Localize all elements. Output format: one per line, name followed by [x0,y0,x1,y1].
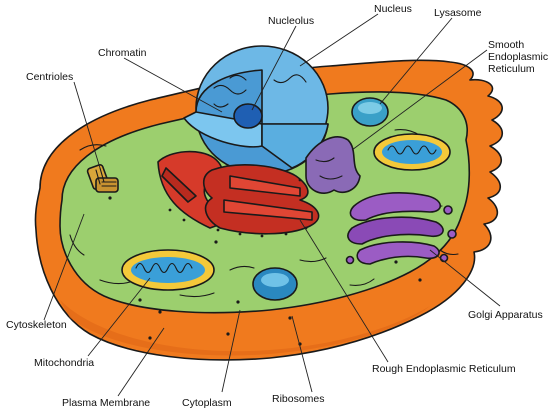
label-smooth-er-line3: Reticulum [488,63,535,75]
vesicle [253,268,297,300]
label-chromatin: Chromatin [98,47,147,59]
mitochondrion-lower [122,250,214,290]
label-smooth-er: Smooth Endoplasmic Reticulum [488,39,551,75]
label-lysosome: Lysasome [434,7,482,19]
label-smooth-er-line1: Smooth [488,39,524,51]
label-ribosomes: Ribosomes [272,393,325,405]
nucleolus [234,104,262,128]
label-nucleus: Nucleus [374,3,412,15]
label-plasma-membrane: Plasma Membrane [62,397,150,409]
lysosome [352,98,388,126]
label-cytoplasm: Cytoplasm [182,397,232,409]
label-rough-er: Rough Endoplasmic Reticulum [372,363,516,375]
label-golgi: Golgi Apparatus [468,309,543,321]
label-mitochondria: Mitochondria [34,357,94,369]
label-cytoskeleton: Cytoskeleton [6,319,67,331]
mitochondrion-upper [374,134,450,170]
label-centrioles: Centrioles [26,71,73,83]
label-smooth-er-line2: Endoplasmic [488,51,548,63]
golgi-apparatus [347,193,457,264]
label-nucleolus: Nucleolus [268,15,314,27]
